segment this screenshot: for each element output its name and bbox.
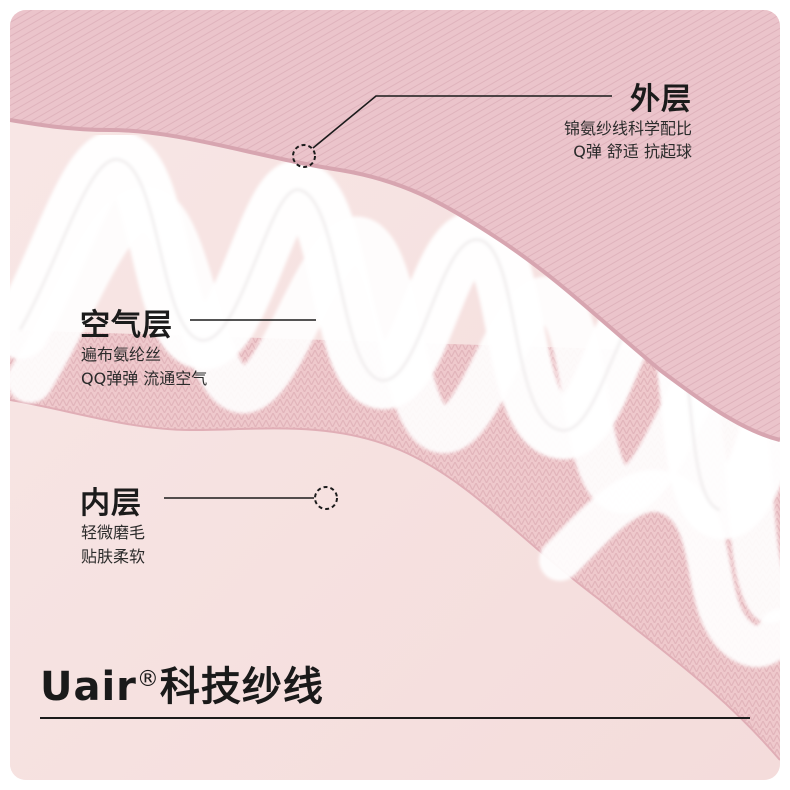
inner-callout-marker: [314, 486, 338, 510]
outer-fabric-layer: [10, 10, 780, 440]
brand-suffix: 科技纱线: [159, 664, 324, 710]
brand-name: Uair: [40, 664, 137, 710]
outer-callout-line: [312, 95, 612, 149]
outer-layer-desc-2: Q弹 舒适 抗起球: [573, 142, 692, 161]
air-layer-desc-1: 遍布氨纶丝: [81, 345, 162, 364]
outer-layer-title: 外层: [630, 82, 692, 117]
inner-fabric-edge: [10, 399, 780, 761]
inner-layer-desc-1: 轻微磨毛: [81, 523, 146, 542]
fabric-layers-illustration: [10, 10, 780, 780]
outer-layer-desc-1: 锦氨纱线科学配比: [563, 119, 692, 138]
outer-callout-marker: [292, 144, 316, 168]
air-layer-desc-2: QQ弹弹 流通空气: [81, 369, 208, 388]
inner-layer-desc-2: 贴肤柔软: [81, 547, 146, 566]
fabric-illustration-panel: [10, 10, 780, 780]
inner-layer-title: 内层: [80, 486, 142, 521]
brand-title: Uair®科技纱线: [40, 654, 324, 712]
registered-mark: ®: [136, 667, 160, 692]
outer-fabric-edge: [10, 118, 780, 442]
air-layer-title: 空气层: [80, 308, 173, 343]
